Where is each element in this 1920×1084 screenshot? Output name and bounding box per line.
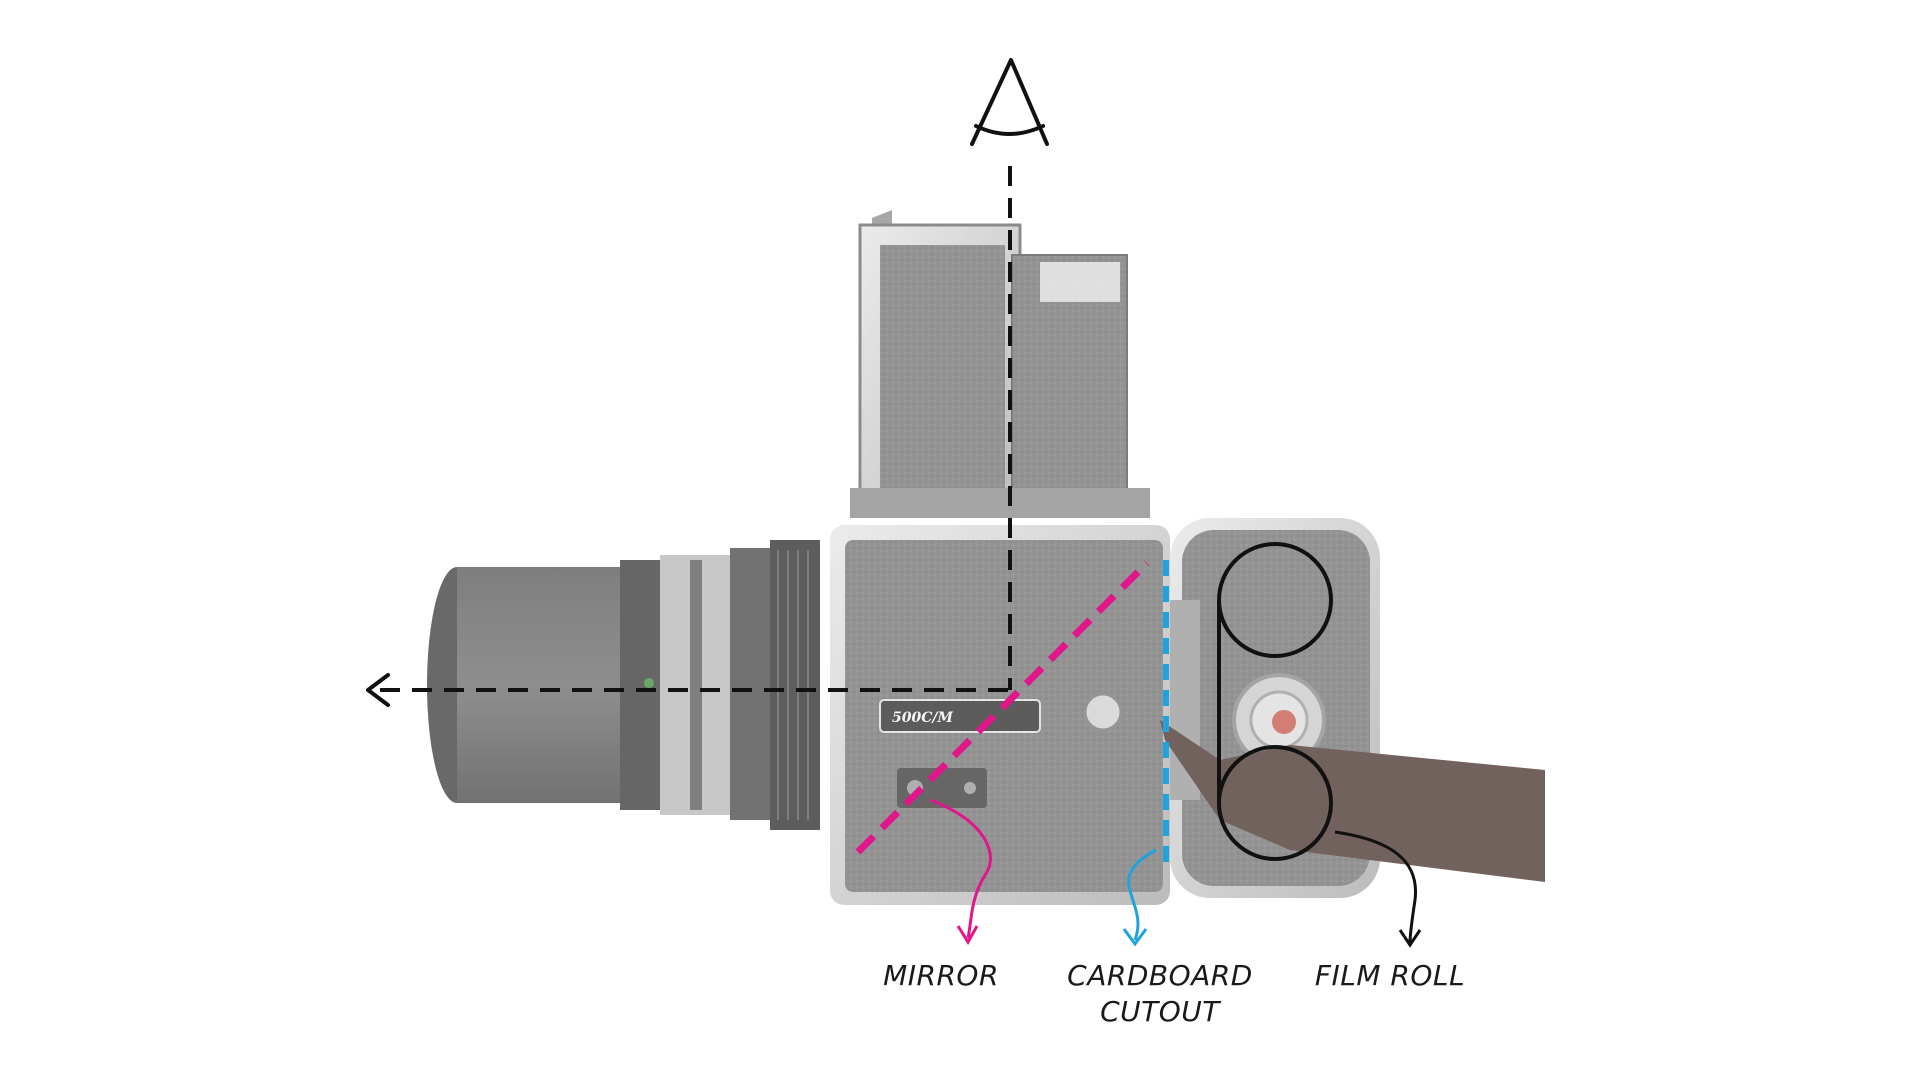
camera-photo: 500C/M <box>427 210 1545 905</box>
film-roll-callout-arrow <box>1334 830 1418 943</box>
film-roll-label-text: FILM ROLL <box>1314 959 1466 992</box>
lens <box>427 540 820 830</box>
eye-icon <box>970 58 1049 146</box>
cardboard-callout-arrow <box>1127 848 1157 941</box>
cardboard-label-line1: CARDBOARD <box>1067 959 1253 992</box>
viewfinder-hood <box>850 210 1150 518</box>
cardboard-label-line2: CUTOUT <box>1100 995 1220 1028</box>
light-path <box>366 58 1049 707</box>
mirror-label-text: MIRROR <box>883 959 999 992</box>
mirror-line <box>855 560 1150 855</box>
camera-body: 500C/M <box>830 525 1170 905</box>
model-plate-text: 500C/M <box>892 710 953 726</box>
mirror-label: MIRROR <box>876 958 1006 994</box>
mirror-arrowhead-icon <box>956 925 979 945</box>
film-roll-outline <box>1217 542 1333 861</box>
cardboard-cutout-label: CARDBOARD CUTOUT <box>1060 958 1260 1030</box>
film-roll-arrowhead-icon <box>1398 929 1422 948</box>
cardboard-arrowhead-icon <box>1122 928 1148 947</box>
film-roll-label: FILM ROLL <box>1310 958 1470 994</box>
arrow-left-icon <box>366 673 390 707</box>
mirror-callout-arrow <box>929 798 992 939</box>
camera-strap <box>1160 720 1545 882</box>
